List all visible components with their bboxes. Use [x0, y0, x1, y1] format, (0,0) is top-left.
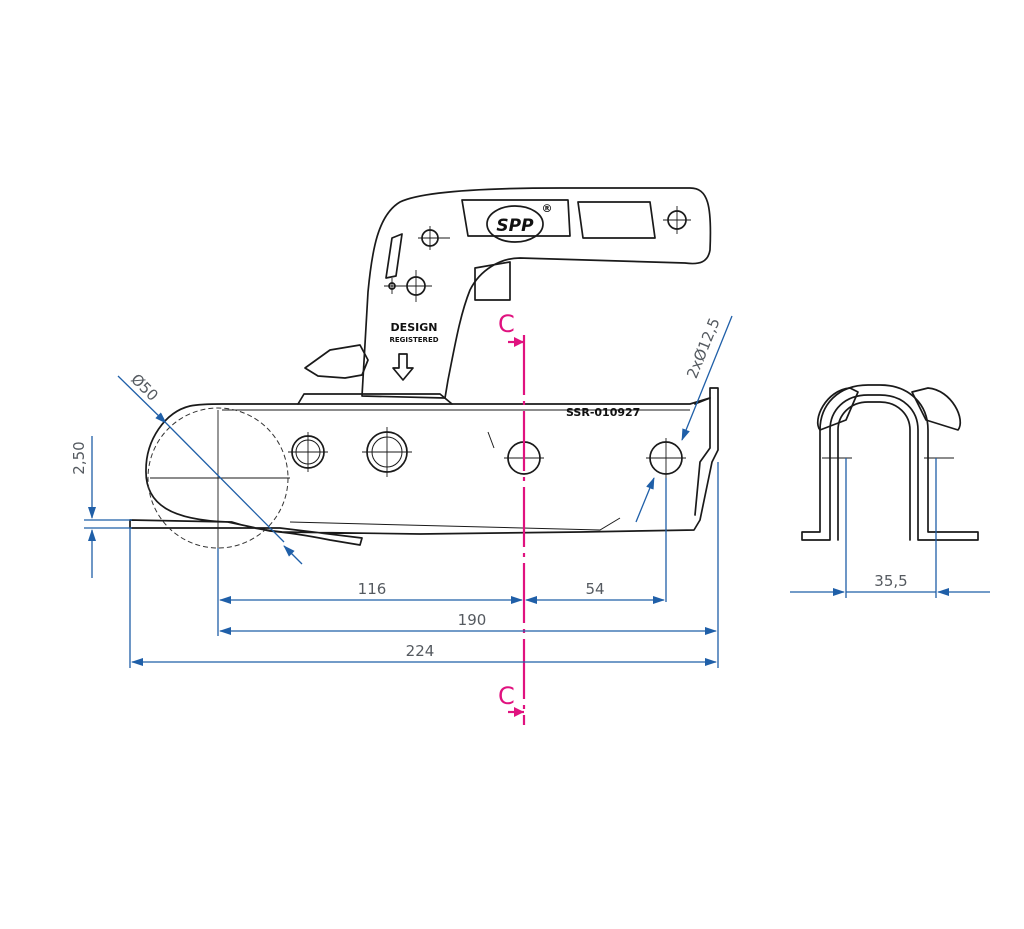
dim-ball-line [117, 375, 167, 424]
lever-window [385, 233, 403, 279]
section-label-bottom: C [498, 682, 515, 710]
safety-latch [304, 344, 369, 379]
bolt-hole-1 [288, 432, 328, 472]
lever-rivet-1 [418, 226, 450, 250]
dim-holes-line [681, 315, 733, 441]
profile-outer [801, 384, 979, 541]
handle-recess-1 [461, 199, 571, 237]
dim-ball-text: Ø50 [127, 370, 162, 405]
bolt-hole-4 [646, 438, 686, 478]
coupling-body [129, 387, 719, 546]
section-label-top: C [498, 310, 515, 338]
serial-number: SSR-010927 [566, 406, 640, 419]
section-view-profile: 35,5 [790, 384, 990, 598]
handle-rivet [663, 206, 691, 234]
dim-224-text: 224 [406, 642, 435, 660]
bolt-hole-2 [362, 427, 412, 477]
body-guide [289, 517, 621, 531]
dim-holes-text: 2xØ12,5 [683, 315, 724, 381]
dim-250-text: 2,50 [70, 441, 88, 474]
registered-mark: ® [542, 202, 553, 215]
dimensions-main: 116 54 190 224 2,50 Ø50 2xØ12,5 [70, 315, 733, 668]
section-line-c: C C [498, 310, 526, 725]
profile-lip-right [911, 387, 962, 431]
dim-190-text: 190 [458, 611, 487, 629]
profile-inner [837, 401, 911, 541]
dim-116-text: 116 [358, 580, 387, 598]
lever-handle [361, 187, 712, 399]
dim-355-text: 35,5 [874, 572, 907, 590]
profile-lip-left [816, 387, 859, 431]
lever-base [297, 393, 453, 405]
lever-stop [474, 261, 511, 301]
logo-oval [486, 205, 544, 243]
lever-rivet-2 [400, 270, 432, 302]
down-arrow-stamp [392, 353, 414, 381]
coupling-side-view: SPP ® DESIGN REGISTERED SSR-010927 [129, 187, 719, 549]
lever-rivet-3 [384, 278, 400, 294]
design-text: DESIGN [391, 321, 438, 334]
body-notch [487, 431, 495, 449]
body-flange [694, 397, 711, 516]
handle-recess-2 [577, 201, 656, 239]
logo-text: SPP [496, 216, 534, 236]
dim-54-text: 54 [585, 580, 604, 598]
registered-text: REGISTERED [389, 336, 438, 344]
